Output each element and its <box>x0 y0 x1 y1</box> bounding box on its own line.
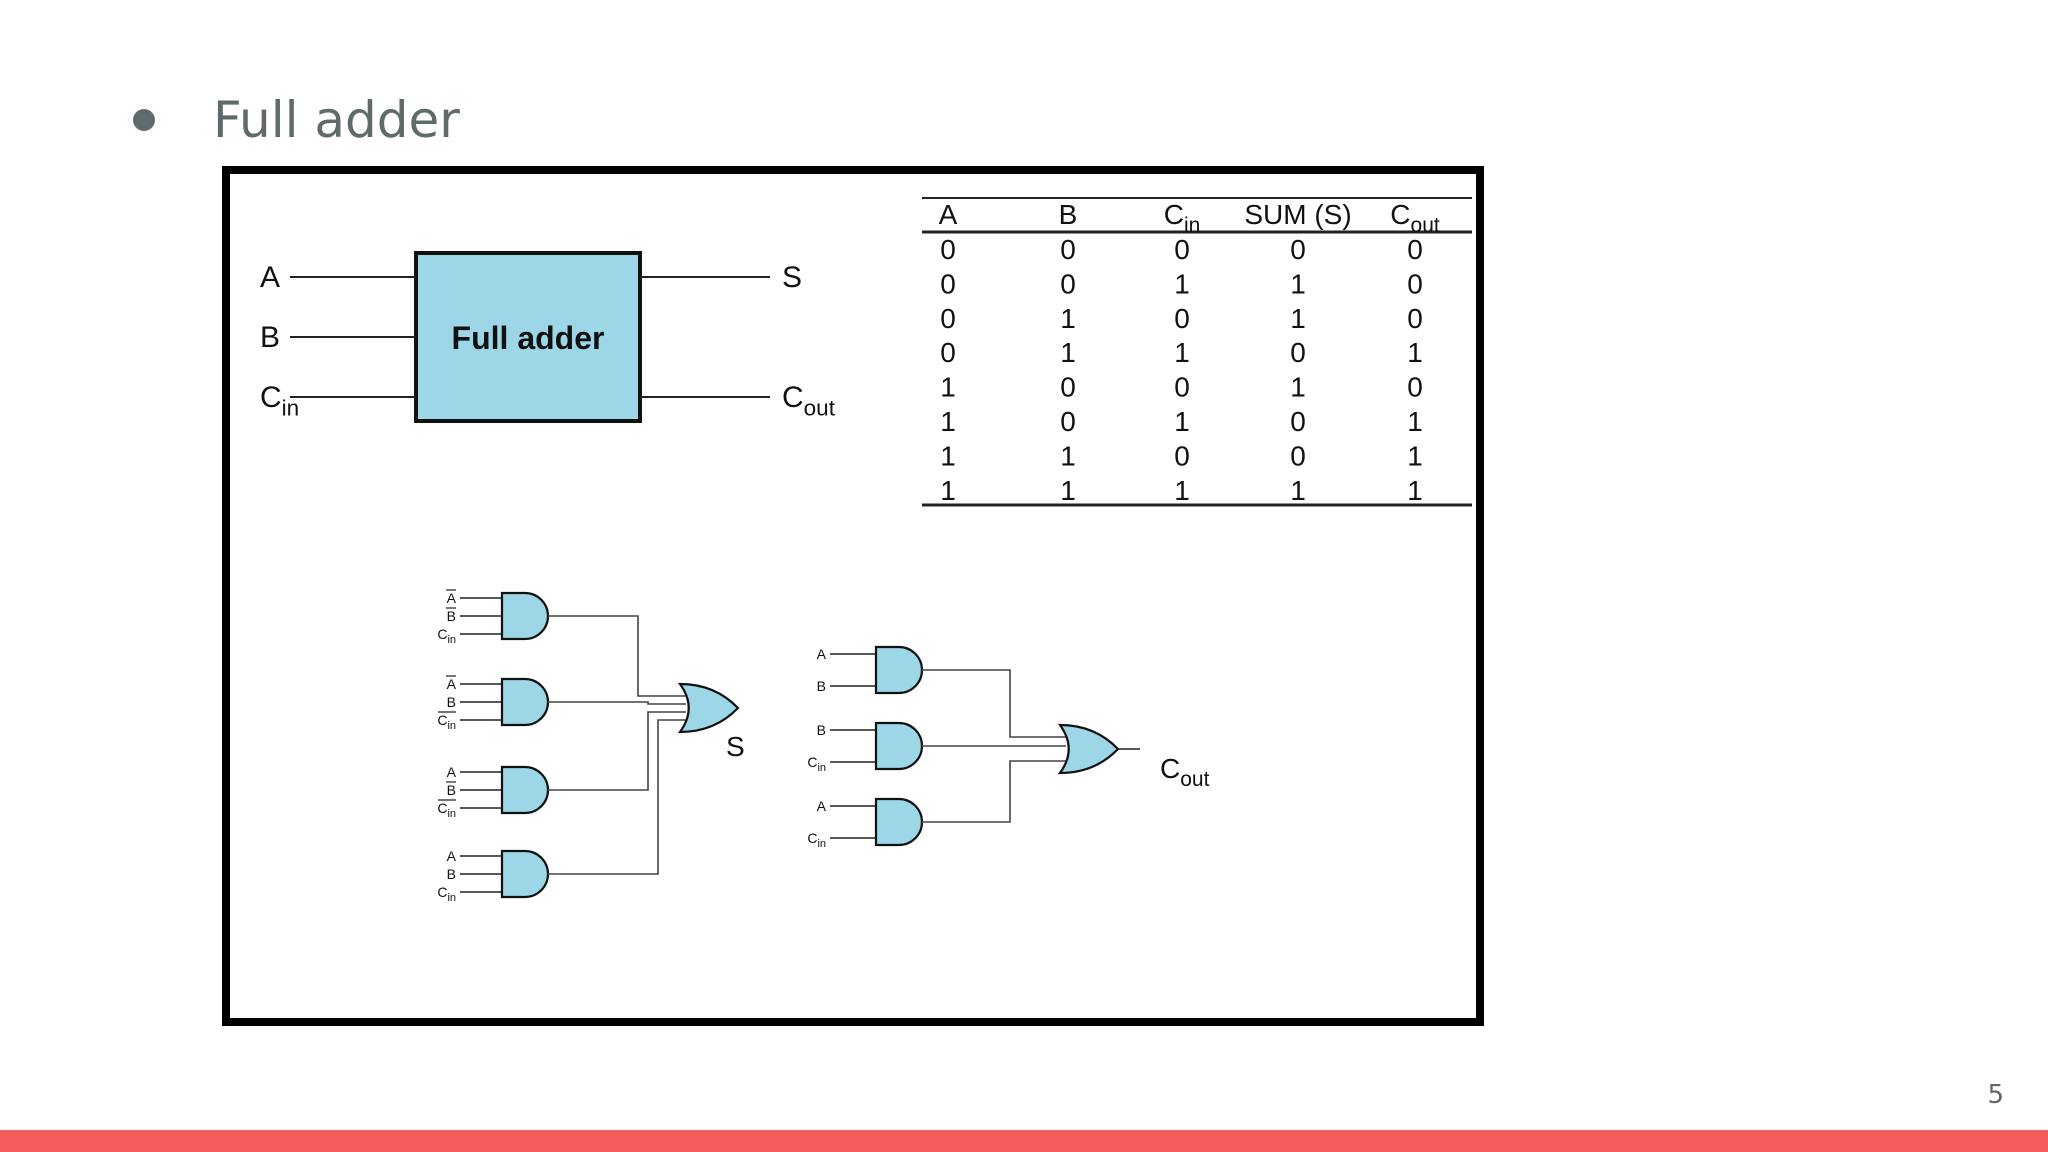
carry-and-gate-2 <box>874 721 924 771</box>
table-cell: 0 <box>1290 337 1306 368</box>
table-cell: 0 <box>940 303 956 334</box>
table-cell: 0 <box>1407 268 1423 299</box>
carry-gate-input-label: A <box>817 798 827 814</box>
page-number: 5 <box>1987 1080 2004 1110</box>
sum-gate-input-label: A <box>447 590 457 606</box>
sum-gate-input-label: Cin <box>437 712 456 732</box>
table-cell: 1 <box>1174 475 1190 506</box>
slide-title: Full adder <box>213 91 460 149</box>
table-header-cin: Cin <box>1164 199 1201 237</box>
table-header-cout: Cout <box>1390 199 1440 237</box>
table-cell: 1 <box>1174 268 1190 299</box>
sum-gate-input-label: B <box>447 694 456 710</box>
table-cell: 1 <box>1060 337 1076 368</box>
table-cell: 0 <box>1174 303 1190 334</box>
sum-gate-input-label: A <box>447 676 457 692</box>
sum-or-input-wire <box>548 719 686 875</box>
block-label: Full adder <box>452 320 605 356</box>
table-cell: 0 <box>940 337 956 368</box>
carry-gate-input-label: Cin <box>807 830 826 850</box>
table-cell: 1 <box>1290 303 1306 334</box>
sum-and-gate-2 <box>500 677 550 727</box>
table-cell: 0 <box>1407 234 1423 265</box>
sum-gate-input-label: A <box>447 848 457 864</box>
table-cell: 1 <box>940 372 956 403</box>
sum-or-input-wire <box>548 701 686 705</box>
table-cell: 1 <box>1174 406 1190 437</box>
carry-and-gate-1 <box>874 645 924 695</box>
table-header-a: A <box>939 199 958 230</box>
sum-or-input-wire <box>548 711 686 791</box>
sum-gate-input-label: A <box>447 764 457 780</box>
sum-and-gate-3 <box>500 765 550 815</box>
table-cell: 1 <box>1290 475 1306 506</box>
table-cell: 0 <box>1174 234 1190 265</box>
sum-or-gate <box>677 682 740 734</box>
carry-gate-input-label: B <box>817 678 826 694</box>
table-cell: 0 <box>1407 303 1423 334</box>
table-cell: 0 <box>1060 372 1076 403</box>
table-cell: 1 <box>1174 337 1190 368</box>
sum-output-label: S <box>726 731 745 762</box>
table-cell: 1 <box>1407 475 1423 506</box>
accent-bar <box>0 1130 2048 1152</box>
title-row: Full adder <box>133 88 460 152</box>
carry-gate-input-label: A <box>817 646 827 662</box>
carry-and-gate-3 <box>874 797 924 847</box>
table-cell: 1 <box>1060 303 1076 334</box>
table-cell: 1 <box>940 475 956 506</box>
table-header-b: B <box>1059 199 1078 230</box>
block-output-label-cout: Cout <box>782 381 836 420</box>
table-cell: 0 <box>1174 372 1190 403</box>
table-cell: 1 <box>1407 440 1423 471</box>
table-cell: 0 <box>1407 372 1423 403</box>
table-cell: 0 <box>1060 268 1076 299</box>
table-cell: 0 <box>1290 406 1306 437</box>
table-cell: 1 <box>1290 268 1306 299</box>
table-cell: 1 <box>1060 475 1076 506</box>
table-header-sums: SUM (S) <box>1244 199 1351 230</box>
block-output-label-s: S <box>782 261 802 294</box>
carry-output-label: Cout <box>1160 753 1210 791</box>
sum-gate-input-label: B <box>447 866 456 882</box>
sum-gate-input-label: B <box>447 782 456 798</box>
table-cell: 1 <box>940 406 956 437</box>
table-cell: 0 <box>1174 440 1190 471</box>
table-cell: 0 <box>1290 440 1306 471</box>
block-input-label-a: A <box>260 261 280 294</box>
table-cell: 1 <box>1290 372 1306 403</box>
sum-gate-input-label: Cin <box>437 800 456 820</box>
table-cell: 1 <box>1407 337 1423 368</box>
carry-or-gate <box>1057 723 1120 775</box>
carry-or-input-wire <box>922 760 1066 823</box>
sum-or-input-wire <box>548 615 686 697</box>
table-cell: 0 <box>1060 234 1076 265</box>
block-input-label-cin: Cin <box>260 381 299 420</box>
table-cell: 0 <box>1290 234 1306 265</box>
table-cell: 0 <box>1060 406 1076 437</box>
table-cell: 1 <box>1407 406 1423 437</box>
table-cell: 0 <box>940 268 956 299</box>
carry-or-input-wire <box>922 669 1066 738</box>
table-cell: 1 <box>940 440 956 471</box>
sum-and-gate-1 <box>500 591 550 641</box>
carry-gate-input-label: Cin <box>807 754 826 774</box>
sum-gate-input-label: Cin <box>437 884 456 904</box>
block-input-label-b: B <box>260 321 280 354</box>
table-cell: 1 <box>1060 440 1076 471</box>
sum-gate-input-label: Cin <box>437 626 456 646</box>
bullet-icon <box>133 109 155 131</box>
table-cell: 0 <box>940 234 956 265</box>
sum-and-gate-4 <box>500 849 550 899</box>
carry-gate-input-label: B <box>817 722 826 738</box>
full-adder-block <box>414 251 642 423</box>
sum-gate-input-label: B <box>447 608 456 624</box>
